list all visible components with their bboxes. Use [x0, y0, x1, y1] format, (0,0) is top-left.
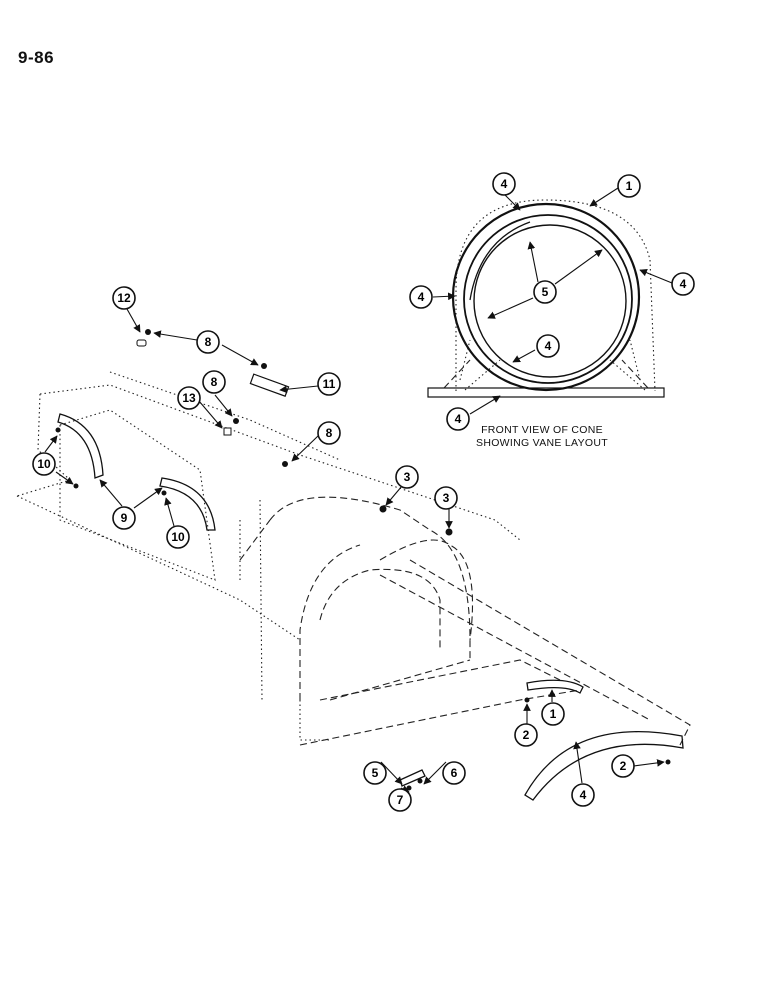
callout-2-right: 2 [611, 754, 635, 778]
svg-text:4: 4 [418, 290, 425, 304]
vane-5-small [399, 769, 426, 787]
nut-icon [445, 528, 453, 536]
caption-line-2: SHOWING VANE LAYOUT [476, 437, 608, 449]
vane-parts [57, 373, 684, 801]
svg-text:5: 5 [542, 285, 549, 299]
leader-lines [44, 187, 673, 793]
svg-text:8: 8 [326, 426, 333, 440]
bolt-icon [161, 490, 167, 496]
plate-11 [249, 373, 290, 397]
svg-text:6: 6 [451, 766, 458, 780]
caption-line-1: FRONT VIEW OF CONE [481, 424, 603, 436]
bolt-icon [665, 759, 671, 765]
callout-4-top: 4 [492, 172, 516, 196]
callout-7: 7 [388, 788, 412, 812]
callout-8-b: 8 [202, 370, 226, 394]
bolt-icon [73, 483, 79, 489]
callout-8-a: 8 [196, 330, 220, 354]
bolt-icon [417, 778, 423, 784]
discharge-cone-outline [239, 496, 691, 746]
nut-icon [145, 329, 151, 335]
vane-1-small [526, 679, 584, 694]
svg-text:11: 11 [323, 377, 336, 391]
svg-text:4: 4 [580, 788, 587, 802]
svg-text:4: 4 [545, 339, 552, 353]
nut-icon [233, 418, 239, 424]
svg-text:2: 2 [620, 759, 627, 773]
svg-text:4: 4 [501, 177, 508, 191]
callout-4-left: 4 [409, 285, 433, 309]
vane-9-left [57, 413, 104, 479]
svg-text:1: 1 [550, 707, 557, 721]
svg-text:4: 4 [680, 277, 687, 291]
callout-11: 11 [317, 372, 341, 396]
nut-icon [282, 461, 288, 467]
hardware [55, 329, 671, 791]
callout-4-bottom: 4 [446, 407, 470, 431]
svg-text:3: 3 [443, 491, 450, 505]
page-number: 9-86 [18, 48, 55, 67]
callout-3-right: 3 [434, 486, 458, 510]
callout-2-left: 2 [514, 723, 538, 747]
svg-text:5: 5 [372, 766, 379, 780]
cone-base-plate [427, 387, 665, 398]
inner-vane-ring [473, 224, 627, 378]
vane-9-right [159, 477, 216, 531]
square-nut-13 [223, 427, 232, 436]
svg-text:8: 8 [205, 335, 212, 349]
callout-1-bottom: 1 [541, 702, 565, 726]
svg-text:1: 1 [626, 179, 633, 193]
svg-text:7: 7 [397, 793, 404, 807]
nut-icon [379, 505, 387, 513]
bolt-icon [55, 427, 61, 433]
middle-vane-ring [463, 214, 633, 384]
bolt-icon [406, 785, 412, 791]
svg-text:4: 4 [455, 412, 462, 426]
nut-icon [261, 363, 267, 369]
callout-8-c: 8 [317, 421, 341, 445]
washer-12 [136, 339, 147, 347]
front-view-caption: FRONT VIEW OF CONE SHOWING VANE LAYOUT [462, 424, 622, 450]
callout-10-left: 10 [32, 452, 56, 476]
vane-4-large [524, 730, 684, 801]
callout-9: 9 [112, 506, 136, 530]
svg-text:13: 13 [182, 391, 196, 405]
svg-text:2: 2 [523, 728, 530, 742]
svg-text:8: 8 [211, 375, 218, 389]
callout-12: 12 [112, 286, 136, 310]
callout-5-center: 5 [533, 280, 557, 304]
svg-text:9: 9 [121, 511, 128, 525]
callout-4-inner: 4 [536, 334, 560, 358]
svg-text:12: 12 [117, 291, 131, 305]
callout-3-left: 3 [395, 465, 419, 489]
callout-6: 6 [442, 761, 466, 785]
svg-text:10: 10 [37, 457, 51, 471]
rotor-housing-outline [16, 371, 521, 741]
svg-text:3: 3 [404, 470, 411, 484]
callout-4-right: 4 [671, 272, 695, 296]
callout-1-top: 1 [617, 174, 641, 198]
callout-5-bottom: 5 [363, 761, 387, 785]
svg-text:10: 10 [171, 530, 185, 544]
callout-10-right: 10 [166, 525, 190, 549]
bolt-icon [524, 697, 530, 703]
callout-4-bottom-vane: 4 [571, 783, 595, 807]
callout-13: 13 [177, 386, 201, 410]
